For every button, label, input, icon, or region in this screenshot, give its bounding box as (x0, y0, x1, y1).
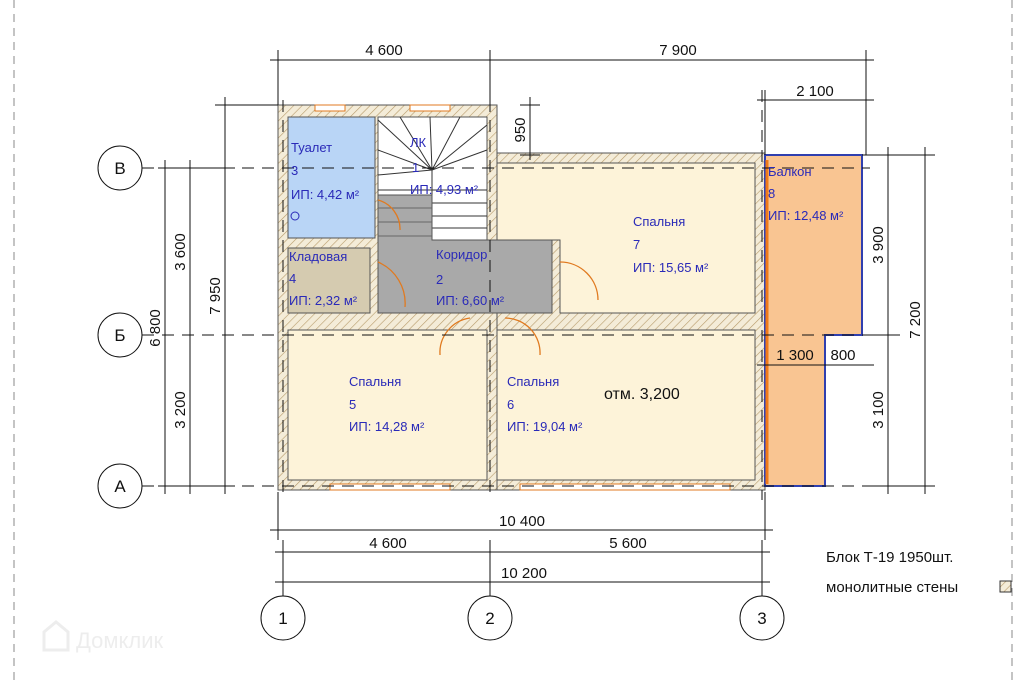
dim-offset: 950 (512, 117, 529, 142)
watermark: Домклик (42, 620, 164, 653)
room-label-stair: ЛК 1 ИП: 4,93 м² (410, 135, 479, 197)
axis-label-v: В (114, 159, 125, 178)
room-name: Спальня (633, 214, 685, 229)
axis-label-a: А (114, 477, 126, 496)
room-name: Спальня (507, 374, 559, 389)
room-number: 5 (349, 397, 356, 412)
room-number: 3 (291, 163, 298, 178)
room-number: 7 (633, 237, 640, 252)
dim-bottom-left: 4 600 (369, 535, 407, 552)
dim-right-upper: 3 900 (870, 226, 887, 264)
room-label-bedroom-7: Спальня 7 ИП: 15,65 м² (633, 214, 709, 275)
grid-lines (142, 90, 870, 500)
room-number: 6 (507, 397, 514, 412)
room-label-bedroom-5: Спальня 5 ИП: 14,28 м² (349, 374, 425, 434)
house-logo-icon (42, 620, 70, 652)
room-toilet (287, 116, 376, 239)
dim-left-upper: 3 600 (172, 233, 189, 271)
toilet-icon (290, 211, 300, 221)
room-number: 2 (436, 272, 443, 287)
dim-bottom-total: 10 200 (501, 565, 547, 582)
legend-block: Блок Т-19 1950шт. (826, 549, 953, 566)
room-area: ИП: 14,28 м² (349, 419, 425, 434)
room-label-storage: Кладовая 4 ИП: 2,32 м² (289, 249, 358, 308)
room-label-corridor: Коридор 2 ИП: 6,60 м² (436, 247, 505, 308)
room-area: ИП: 4,42 м² (291, 187, 360, 202)
legend-walls: монолитные стены (826, 579, 958, 596)
dim-left-total: 6 800 (147, 309, 164, 347)
axis-bubbles (97, 145, 785, 641)
room-area: ИП: 6,60 м² (436, 293, 505, 308)
room-area: ИП: 4,93 м² (410, 182, 479, 197)
dim-left-overall: 7 950 (207, 277, 224, 315)
dim-bottom-overall: 10 400 (499, 513, 545, 530)
room-label-balcony: Балкон 8 ИП: 12,48 м² (768, 164, 844, 223)
dim-right-lower: 3 100 (870, 391, 887, 429)
dim-top-right: 7 900 (659, 42, 697, 59)
axis-label-b: Б (114, 326, 125, 345)
dim-top-left: 4 600 (365, 42, 403, 59)
dim-balcony-a: 1 300 (776, 347, 814, 364)
windows (314, 104, 731, 491)
room-name: Спальня (349, 374, 401, 389)
room-area: ИП: 2,32 м² (289, 293, 358, 308)
room-number: 8 (768, 186, 775, 201)
elevation-mark: отм. 3,200 (604, 386, 680, 403)
room-balcony (764, 154, 863, 487)
axis-leaders (282, 582, 763, 596)
dim-left-lower: 3 200 (172, 391, 189, 429)
room-name: Балкон (768, 164, 812, 179)
room-storage (287, 247, 371, 314)
room-bedroom-6 (496, 329, 756, 481)
axis-label-3: 3 (757, 609, 766, 628)
dim-right-total: 7 200 (907, 301, 924, 339)
axis-label-1: 1 (278, 609, 287, 628)
room-number: 4 (289, 271, 296, 286)
room-bedroom-5 (287, 329, 488, 481)
room-label-toilet: Туалет 3 ИП: 4,42 м² (290, 140, 360, 221)
door-swings (377, 199, 599, 356)
room-name: Коридор (436, 247, 487, 262)
dim-bottom-right: 5 600 (609, 535, 647, 552)
dim-balcony-b: 800 (830, 347, 855, 364)
dimension-lines (158, 50, 935, 590)
legend-hatch-swatch (999, 580, 1012, 593)
room-name: Кладовая (289, 249, 347, 264)
stair-lower-treads (378, 207, 432, 237)
room-name: Туалет (291, 140, 332, 155)
room-area: ИП: 12,48 м² (768, 208, 844, 223)
dim-balcony-width: 2 100 (796, 83, 834, 100)
room-area: ИП: 19,04 м² (507, 419, 583, 434)
room-label-bedroom-6: Спальня 6 ИП: 19,04 м² (507, 374, 583, 434)
axis-label-2: 2 (485, 609, 494, 628)
room-name: ЛК (410, 135, 427, 150)
room-area: ИП: 15,65 м² (633, 260, 709, 275)
watermark-text: Домклик (76, 628, 164, 653)
room-bedroom-7 (496, 162, 756, 314)
room-number: 1 (412, 160, 419, 175)
